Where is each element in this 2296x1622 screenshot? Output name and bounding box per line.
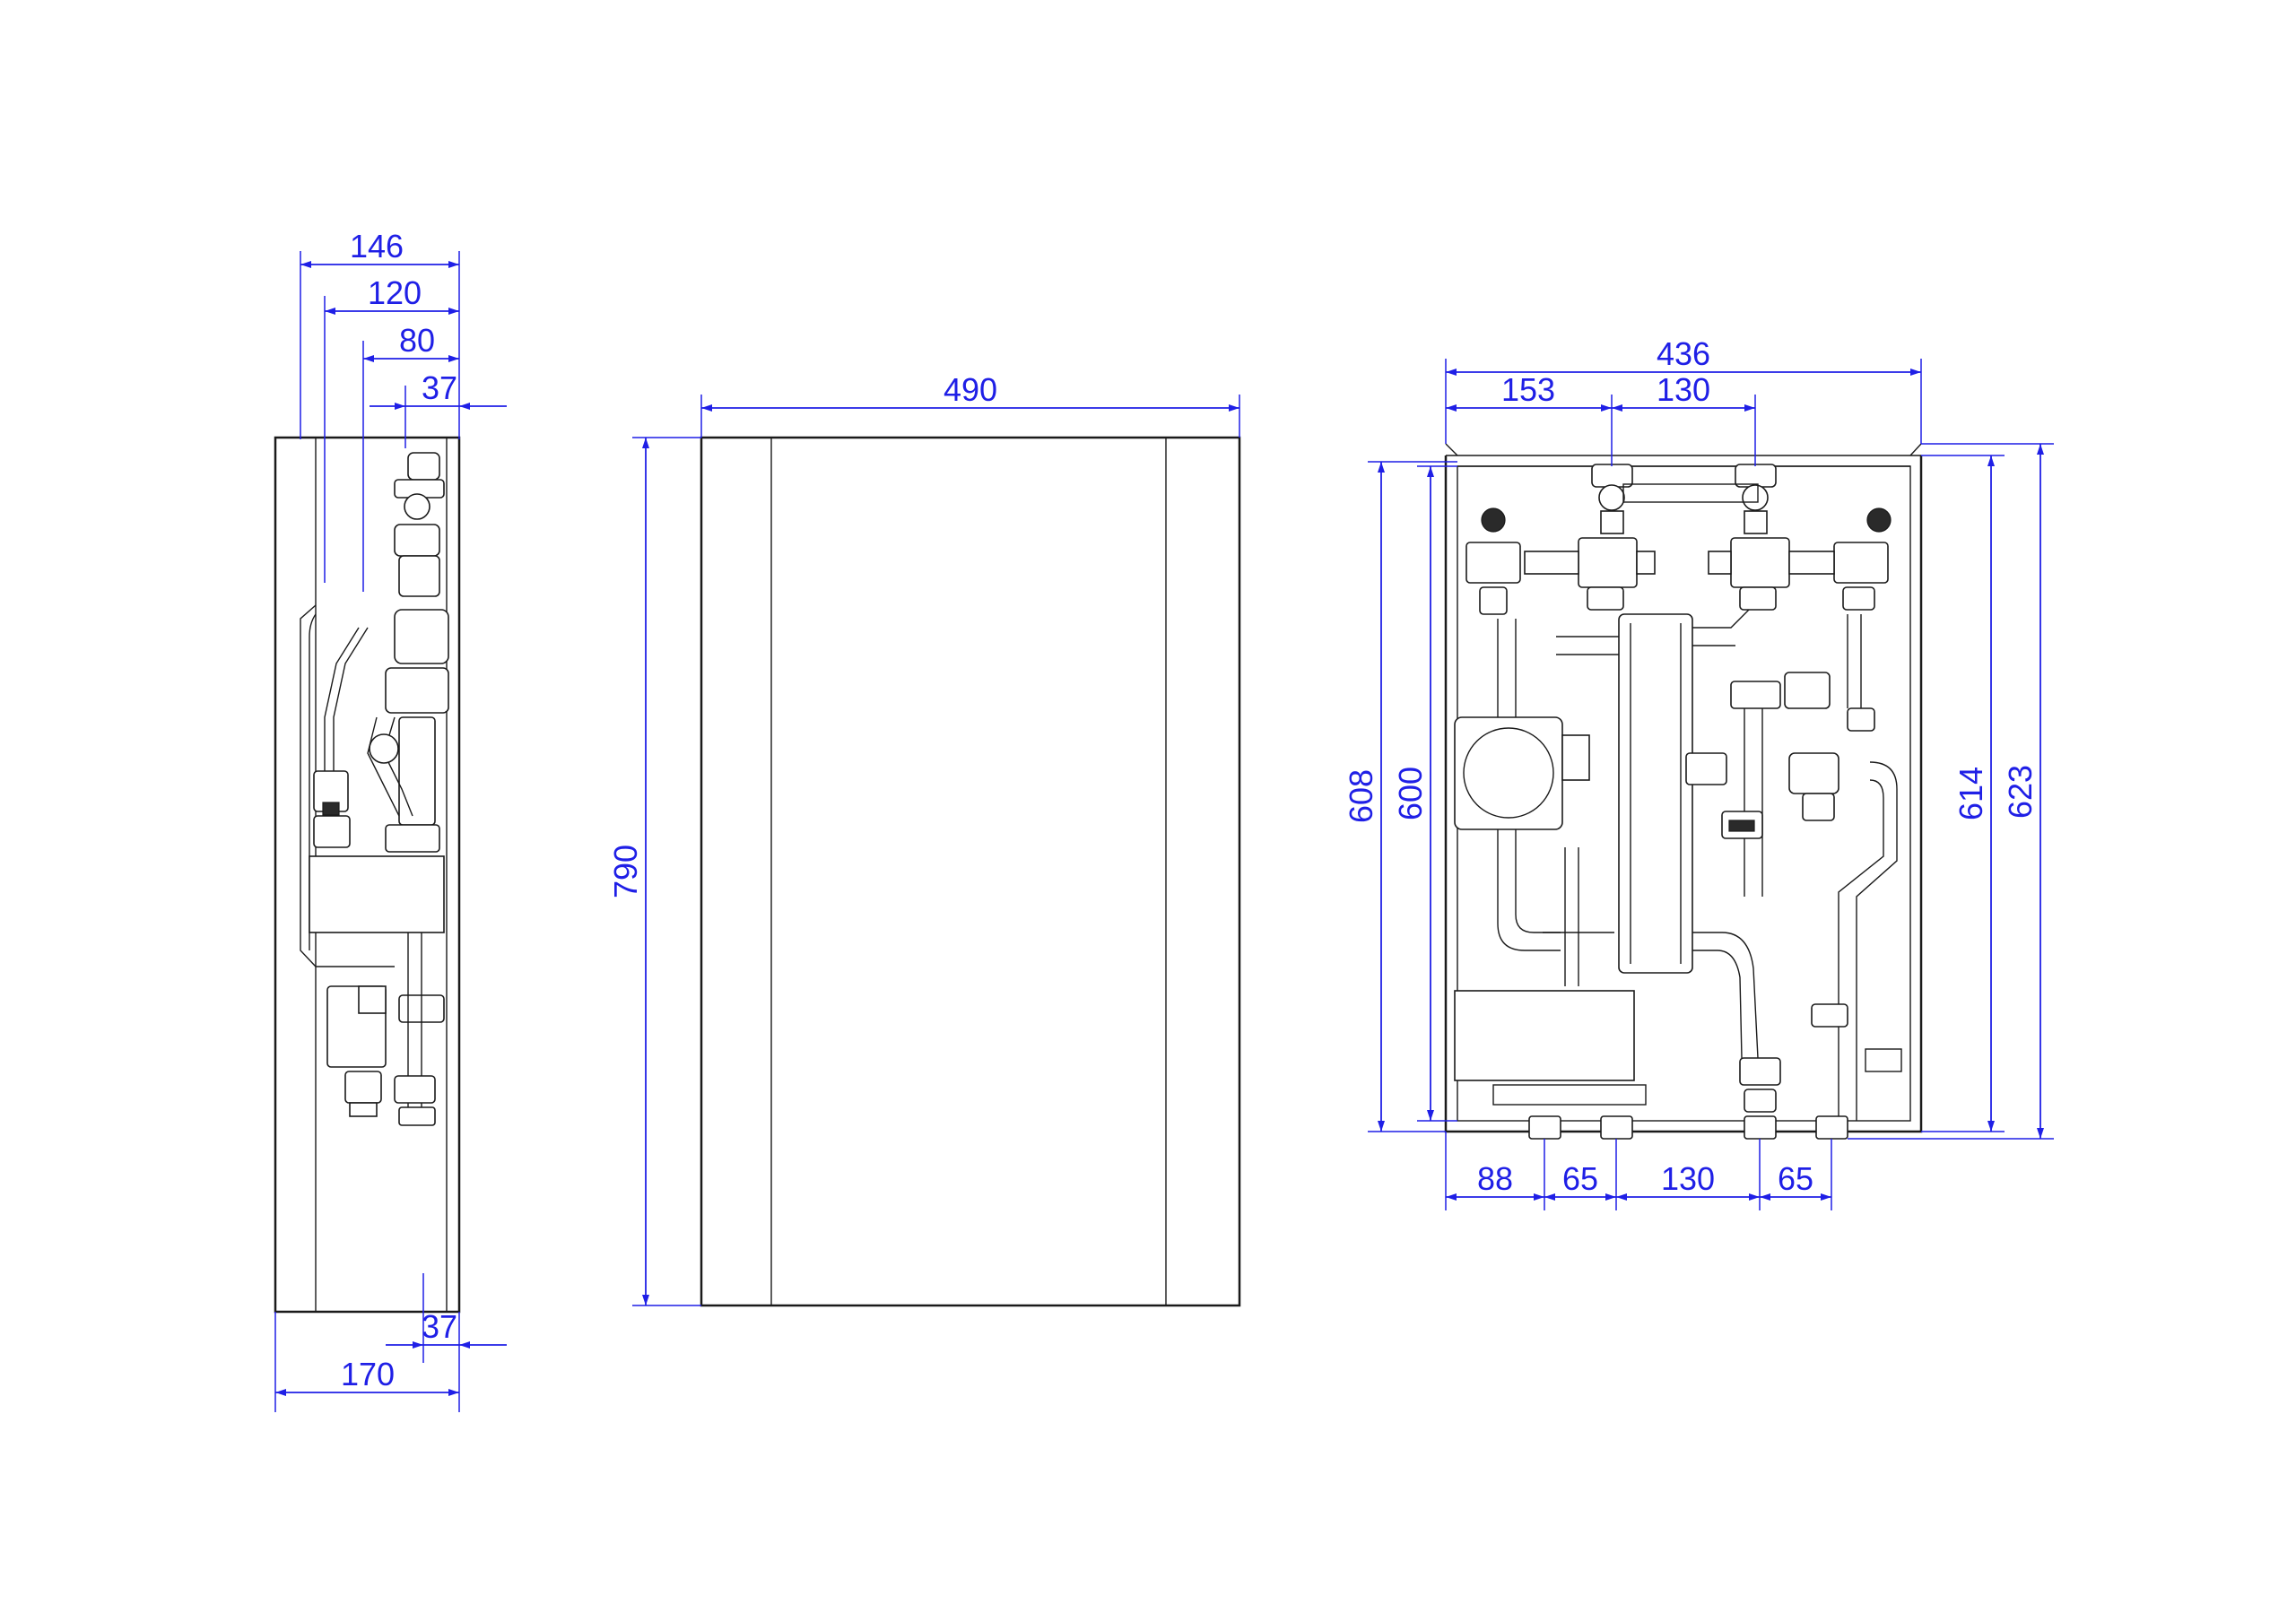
open-view bbox=[1444, 443, 1923, 1140]
open-pipes bbox=[1497, 609, 1898, 1121]
open-control-box bbox=[1454, 990, 1635, 1081]
dim-80-label: 80 bbox=[399, 322, 435, 359]
dim-37-top-label: 37 bbox=[422, 369, 457, 406]
dim-608-label: 608 bbox=[1343, 769, 1379, 823]
dim-490-label: 490 bbox=[944, 371, 997, 408]
side-view bbox=[274, 436, 461, 1314]
dim-37-bottom-label: 37 bbox=[422, 1308, 457, 1345]
dim-120-label: 120 bbox=[368, 274, 422, 311]
dim-170-label: 170 bbox=[341, 1356, 395, 1392]
open-terminal-strip bbox=[1492, 1084, 1647, 1106]
side-control-box bbox=[309, 855, 445, 933]
open-frame bbox=[1444, 455, 1923, 1133]
front-dimensions: 490 790 bbox=[607, 371, 1240, 1306]
dim-88-label: 88 bbox=[1477, 1160, 1513, 1197]
side-lower-assembly bbox=[326, 932, 445, 1126]
open-dimensions: 436 153 130 608 600 614 623 88 65 bbox=[1343, 335, 2054, 1210]
dim-130-bottom-label: 130 bbox=[1661, 1160, 1715, 1197]
front-cover bbox=[700, 436, 1241, 1307]
side-hood bbox=[300, 604, 395, 967]
side-valves bbox=[385, 452, 449, 853]
dim-146-label: 146 bbox=[350, 228, 404, 265]
open-top-valves bbox=[1465, 464, 1892, 615]
side-dimensions: 146 120 80 37 37 170 bbox=[274, 228, 507, 1412]
open-heat-exchanger bbox=[1618, 613, 1693, 974]
open-pump bbox=[1454, 716, 1563, 830]
front-view bbox=[700, 436, 1241, 1307]
dim-130-top-label: 130 bbox=[1657, 371, 1710, 408]
dim-790-label: 790 bbox=[607, 845, 644, 898]
dim-600-label: 600 bbox=[1392, 767, 1429, 820]
dim-614-label: 614 bbox=[1952, 767, 1989, 820]
open-bottom-connections bbox=[1528, 1048, 1902, 1140]
dim-153-label: 153 bbox=[1501, 371, 1555, 408]
dim-65-a-label: 65 bbox=[1562, 1160, 1598, 1197]
side-pipe bbox=[324, 627, 360, 771]
open-right-valves bbox=[1685, 672, 1875, 1028]
dim-65-b-label: 65 bbox=[1778, 1160, 1813, 1197]
dim-623-label: 623 bbox=[2002, 765, 2039, 819]
dim-436-label: 436 bbox=[1657, 335, 1710, 372]
side-housing bbox=[274, 436, 461, 1314]
